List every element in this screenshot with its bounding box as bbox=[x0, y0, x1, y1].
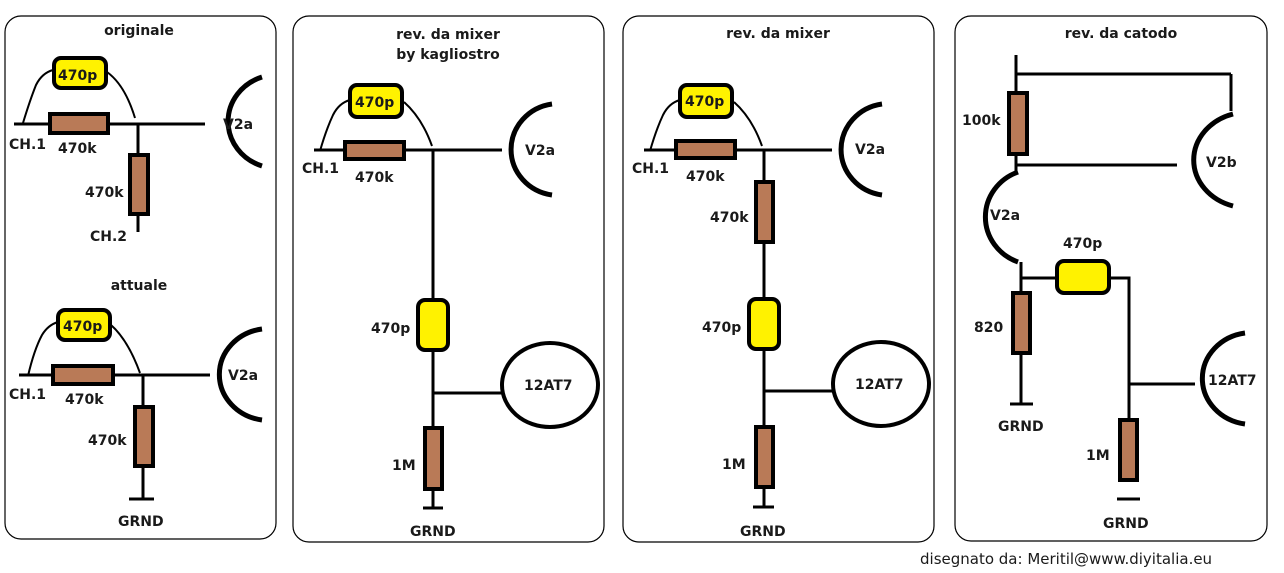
input-label: CH.1 bbox=[632, 161, 669, 177]
tube-symbol bbox=[838, 101, 883, 198]
tube-label: V2a bbox=[990, 208, 1020, 224]
tube-symbol bbox=[831, 340, 931, 428]
wire bbox=[22, 69, 54, 124]
resistor-label: 1M bbox=[722, 457, 746, 473]
tube-symbol bbox=[508, 101, 553, 198]
resistor-label: 1M bbox=[1086, 448, 1110, 464]
resistor bbox=[754, 425, 775, 489]
tube-symbol bbox=[225, 74, 263, 169]
capacitor bbox=[56, 308, 112, 342]
circuit-title: rev. da mixer bbox=[396, 27, 500, 43]
tube-label: V2a bbox=[228, 368, 258, 384]
input-label: CH.1 bbox=[9, 387, 46, 403]
wire bbox=[106, 71, 136, 119]
ground-label: GRND bbox=[118, 514, 164, 530]
capacitor-label: 470p bbox=[371, 321, 410, 337]
tube-label: V2a bbox=[855, 142, 885, 158]
ground-label: GRND bbox=[1103, 516, 1149, 532]
capacitor bbox=[52, 56, 108, 90]
tube-symbol bbox=[500, 341, 600, 429]
tube-symbol bbox=[1199, 330, 1246, 427]
resistor-label: 470k bbox=[355, 170, 394, 186]
resistor bbox=[1011, 291, 1032, 355]
resistor bbox=[674, 139, 737, 160]
resistor-label: 1M bbox=[392, 458, 416, 474]
resistor bbox=[343, 140, 406, 161]
wire bbox=[1110, 276, 1131, 480]
circuit-title: rev. da mixer bbox=[726, 26, 830, 42]
resistor-label: 470k bbox=[88, 433, 127, 449]
channel-label: CH.2 bbox=[90, 229, 127, 245]
resistor-label: 100k bbox=[962, 113, 1001, 129]
ground-label: GRND bbox=[410, 524, 456, 540]
wire bbox=[733, 101, 763, 147]
ground-label: GRND bbox=[998, 419, 1044, 435]
wire bbox=[649, 99, 681, 152]
wire bbox=[403, 101, 433, 147]
panel-frame bbox=[292, 15, 605, 543]
capacitor bbox=[747, 297, 781, 351]
circuit-attuale: attuale 470p V2a CH.1 470k 470k GRND bbox=[9, 278, 263, 530]
resistor bbox=[754, 180, 775, 244]
capacitor-label: 470p bbox=[685, 94, 724, 110]
resistor-label: 470k bbox=[65, 392, 104, 408]
resistor-label: 470k bbox=[85, 185, 124, 201]
tube-label: 12AT7 bbox=[1208, 373, 1257, 389]
panel-frame bbox=[622, 15, 935, 543]
resistor bbox=[133, 405, 155, 468]
resistor bbox=[48, 112, 110, 135]
input-label: CH.1 bbox=[302, 161, 339, 177]
circuit-subtitle: by kagliostro bbox=[396, 47, 500, 63]
tube-label: V2a bbox=[223, 117, 253, 133]
resistor bbox=[128, 153, 150, 216]
capacitor-label: 470p bbox=[63, 319, 102, 335]
credit-text: disegnato da: Meritil@www.diyitalia.eu bbox=[920, 550, 1212, 568]
wire bbox=[110, 324, 141, 374]
resistor-label: 470k bbox=[686, 169, 725, 185]
resistor bbox=[1007, 91, 1029, 156]
capacitor bbox=[416, 298, 450, 352]
resistor bbox=[51, 364, 115, 386]
panel-rev-da-catodo: rev. da catodo V2b V2a 100k 470p 820 GRN… bbox=[954, 15, 1268, 542]
capacitor bbox=[348, 83, 404, 119]
capacitor-label: 470p bbox=[702, 320, 741, 336]
capacitor bbox=[1055, 259, 1111, 295]
resistor bbox=[423, 426, 444, 491]
capacitor-label: 470p bbox=[58, 68, 97, 84]
tube-symbol bbox=[216, 326, 263, 423]
circuit-title: rev. da catodo bbox=[1065, 26, 1178, 42]
resistor bbox=[1118, 418, 1139, 482]
tube-label: V2a bbox=[525, 143, 555, 159]
panel-rev-da-mixer-kagliostro: rev. da mixer by kagliostro 470p V2a 12A… bbox=[292, 15, 605, 543]
tube-label: 12AT7 bbox=[524, 378, 573, 394]
circuit-title: attuale bbox=[111, 278, 168, 294]
panel-rev-da-mixer: rev. da mixer 470p V2a 12AT7 CH.1 470k 4… bbox=[622, 15, 935, 543]
tube-label: 12AT7 bbox=[855, 377, 904, 393]
resistor-label: 470k bbox=[58, 141, 97, 157]
circuit-originale: originale 470p V2a CH.1 470k 470k CH.2 bbox=[9, 23, 263, 245]
input-label: CH.1 bbox=[9, 137, 46, 153]
capacitor-label: 470p bbox=[355, 95, 394, 111]
panel-originale-attuale: originale 470p V2a CH.1 470k 470k CH.2 a… bbox=[4, 15, 277, 540]
resistor-label: 470k bbox=[710, 210, 749, 226]
capacitor bbox=[678, 83, 734, 119]
tube-symbol bbox=[982, 169, 1019, 265]
panel-frame bbox=[4, 15, 277, 540]
circuit-title: originale bbox=[104, 23, 174, 39]
tube-label: V2b bbox=[1206, 155, 1237, 171]
ground-label: GRND bbox=[740, 524, 786, 540]
tube-symbol bbox=[1191, 111, 1234, 209]
wire bbox=[319, 99, 351, 152]
capacitor-label: 470p bbox=[1063, 236, 1102, 252]
wire bbox=[27, 321, 59, 377]
resistor-label: 820 bbox=[974, 320, 1003, 336]
